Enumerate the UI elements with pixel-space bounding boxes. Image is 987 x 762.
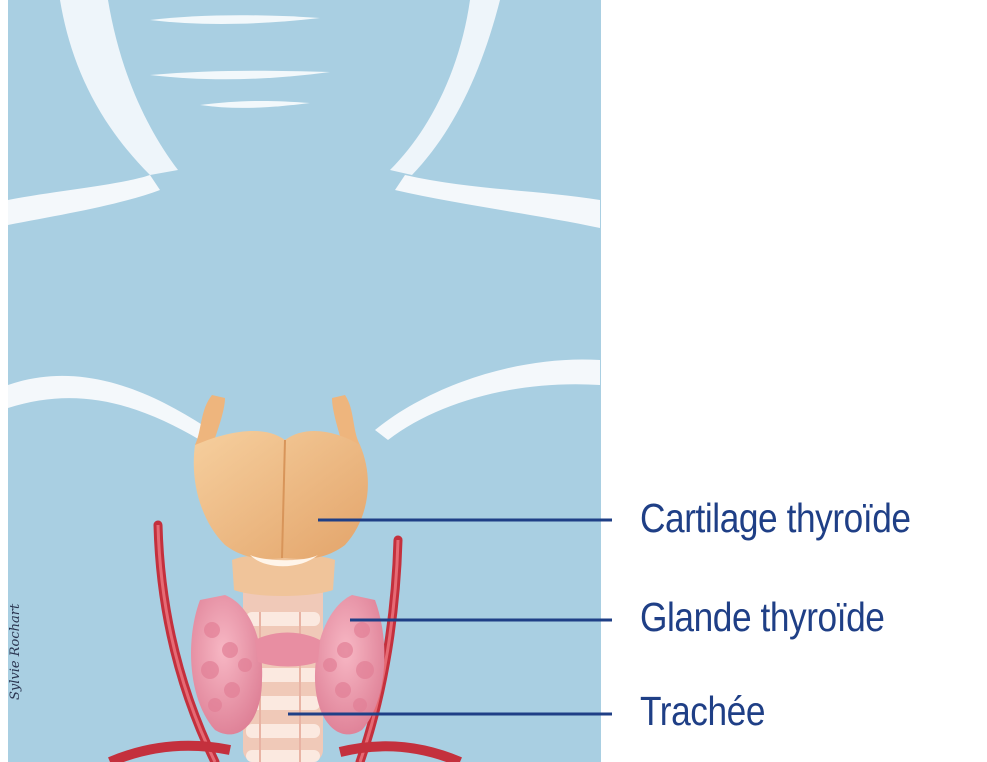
label-trachee: Trachée [640,688,765,735]
label-cartilage-thyroide: Cartilage thyroïde [640,495,911,542]
artist-signature: Sylvie Rochart [8,604,23,700]
label-glande-thyroide: Glande thyroïde [640,594,884,641]
